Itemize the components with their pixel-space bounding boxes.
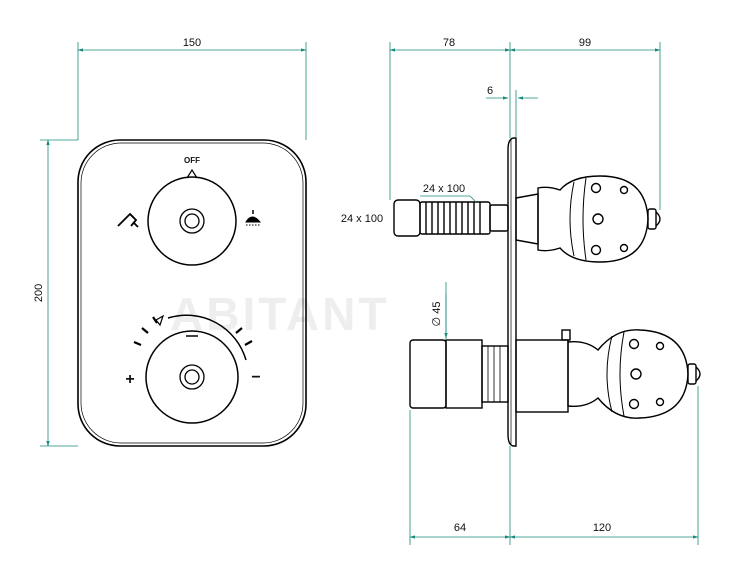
- upper-splined-stem: [393, 199, 509, 237]
- offset-dimension-label: 6: [487, 85, 493, 97]
- width-dimension-label: 150: [183, 37, 201, 49]
- cover-plate-inner-edge: [80, 142, 304, 444]
- hand-shower-icon: [117, 212, 139, 228]
- lower-depth-dimension-label: 64: [454, 522, 466, 534]
- lower-handle-dimension-label: 120: [593, 522, 611, 534]
- temperature-scale-ticks: [133, 316, 253, 347]
- watermark: ABITANT: [170, 288, 389, 340]
- lower-thermostat-body: [409, 339, 509, 409]
- minus-symbol-icon: −: [251, 369, 260, 386]
- lower-ornamental-handle: [515, 329, 701, 419]
- square-size-label-top: 24 x 100: [423, 183, 465, 195]
- side-dimensions: [389, 42, 699, 545]
- diverter-knob-screw: [184, 213, 200, 229]
- height-dimension-label: 200: [33, 284, 45, 302]
- thermostat-knob: [145, 330, 239, 424]
- safety-stop-marker-icon: [155, 314, 165, 327]
- off-indicator-icon: [186, 168, 198, 179]
- temperature-scale-arc: [167, 314, 247, 361]
- off-label: OFF: [184, 156, 200, 165]
- square-size-label-left: 24 x 100: [341, 213, 383, 225]
- cover-plate: [77, 139, 307, 447]
- front-view: [77, 139, 307, 447]
- shower-head-icon: [245, 210, 262, 226]
- diverter-knob-cap: [179, 208, 205, 234]
- thermostat-knob-screw: [184, 369, 200, 385]
- upper-ornamental-handle: [515, 175, 661, 263]
- side-view: [393, 137, 701, 447]
- wall-plate-profile: [507, 137, 517, 447]
- handle-length-dimension-label: 99: [579, 37, 591, 49]
- depth-dimension-label: 78: [443, 37, 455, 49]
- diverter-knob: [147, 176, 237, 266]
- diameter-dimension-label: ∅ 45: [431, 302, 443, 327]
- plus-symbol-icon: +: [125, 371, 134, 388]
- front-dimensions: [40, 42, 307, 447]
- thermostat-knob-cap: [179, 364, 205, 390]
